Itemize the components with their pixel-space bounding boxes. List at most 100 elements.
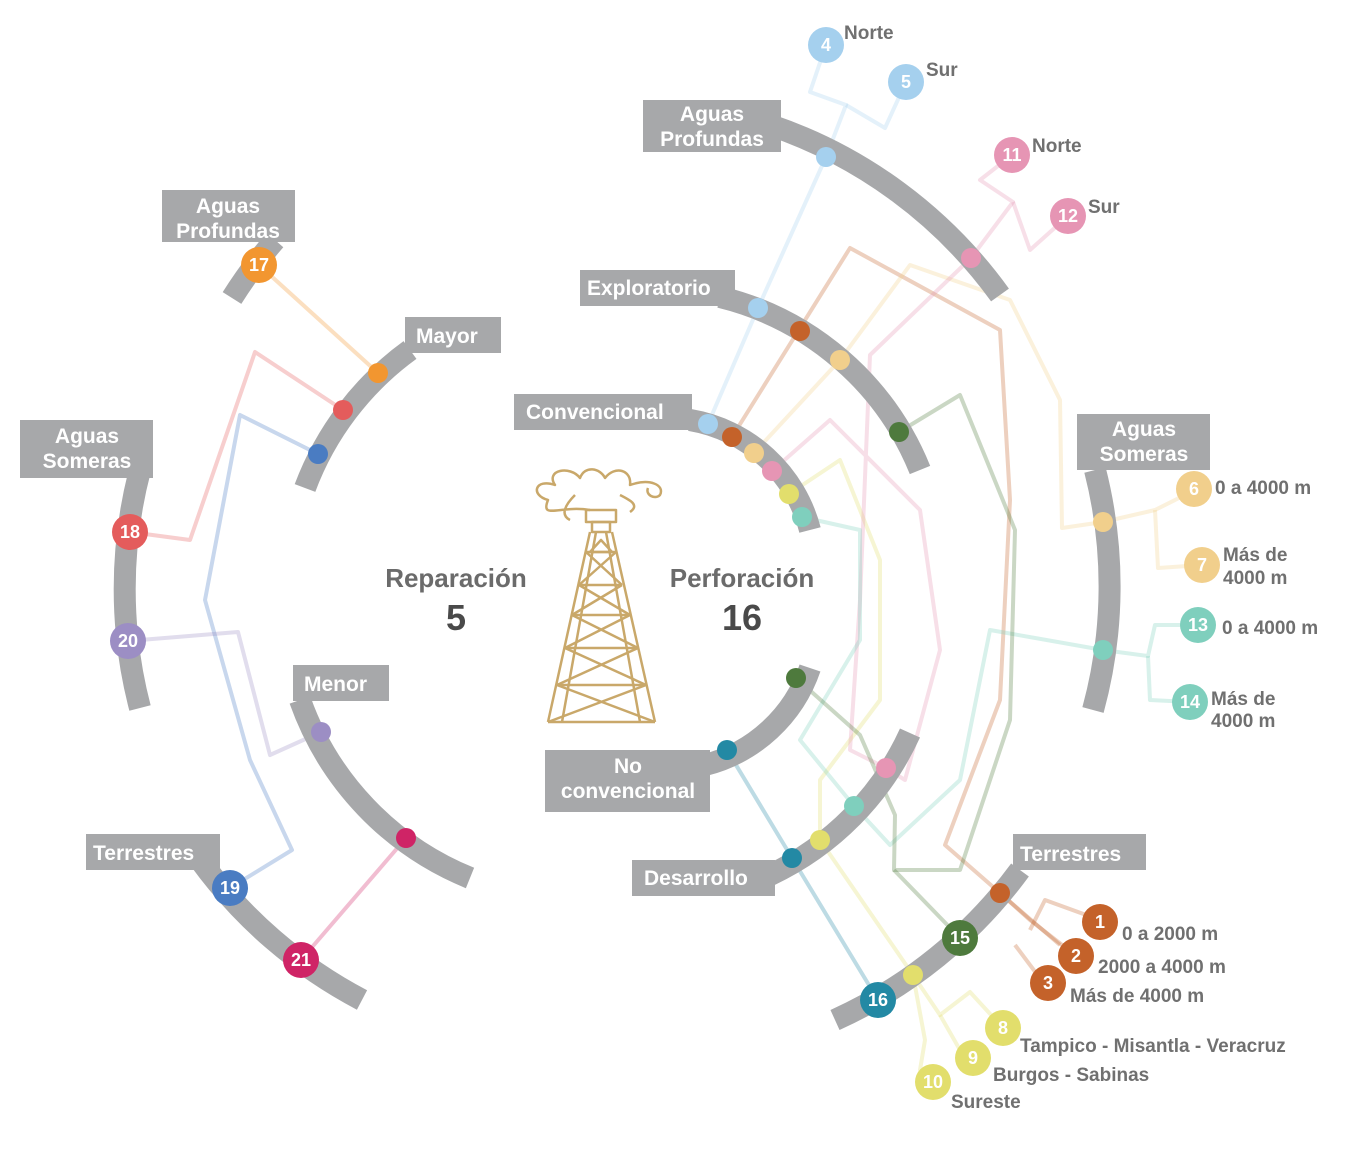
node-15[interactable] [942,920,978,956]
node-21[interactable] [283,942,319,978]
node-9-label: Burgos - Sabinas [993,1065,1149,1086]
node-7[interactable] [1184,547,1220,583]
node-9[interactable] [955,1040,991,1076]
arc-convencional [687,409,821,533]
node-7-label-1: Más de [1223,545,1287,566]
label-rep-aguas-profundas-1: Aguas [196,195,260,218]
dot-conv-1 [722,427,742,447]
node-20[interactable] [110,623,146,659]
dot-expl-15 [889,422,909,442]
connector-20 [127,630,322,757]
node-12[interactable] [1050,198,1086,234]
node-7-number: 7 [1197,555,1207,575]
connector-1 [730,246,1062,947]
dot-des-8 [810,830,830,850]
connector-1-leaves [1028,898,1101,931]
node-13-label: 0 a 4000 m [1222,618,1318,639]
perforacion-count: 16 [722,597,762,638]
category-labels: Convencional No convencional Exploratori… [20,100,1210,896]
node-13-number: 13 [1188,615,1208,635]
node-18[interactable] [112,514,148,550]
node-15-number: 15 [950,928,970,948]
label-exploratorio: Exploratorio [587,277,711,300]
label-aguas-profundas-1: Aguas [680,103,744,126]
node-12-label: Sur [1088,197,1120,218]
connector-11 [770,153,1015,782]
node-4[interactable] [808,27,844,63]
dot-mayor-17 [368,363,388,383]
arc-aguas-someras [1082,467,1121,713]
node-5[interactable] [888,64,924,100]
arc-aguas-someras-rep [113,467,151,711]
dot-noconv-16 [717,740,737,760]
perforacion-title: Perforación [670,563,815,593]
label-terrestres: Terrestres [1020,843,1121,866]
dot-expl-4 [748,298,768,318]
node-7-label-2: 4000 m [1223,568,1287,589]
connector-19 [203,413,319,890]
arc-mayor [294,341,417,492]
node-4-label: Norte [844,23,894,44]
node-16[interactable] [860,982,896,1018]
node-14[interactable] [1172,684,1208,720]
dot-ap-11 [961,248,981,268]
dot-conv-8 [779,484,799,504]
oil-derrick-icon [535,468,663,724]
dot-noconv-15 [786,668,806,688]
node-19-number: 19 [220,878,240,898]
node-5-label: Sur [926,60,958,81]
node-6-label: 0 a 4000 m [1215,478,1311,499]
dot-as-13 [1093,640,1113,660]
node-11[interactable] [994,137,1030,173]
node-2-number: 2 [1071,946,1081,966]
node-9-number: 9 [968,1048,978,1068]
node-14-number: 14 [1180,692,1200,712]
node-18-number: 18 [120,522,140,542]
dot-menor-21 [396,828,416,848]
node-10-label: Sureste [951,1092,1021,1113]
node-3[interactable] [1030,965,1066,1001]
dot-ap-4 [816,147,836,167]
dot-mayor-19 [308,444,328,464]
arc-aguas-profundas [766,114,1009,302]
connector-1b [998,891,1077,957]
node-16-number: 16 [868,990,888,1010]
node-6-number: 6 [1189,479,1199,499]
dot-terr-8 [903,965,923,985]
node-6[interactable] [1176,471,1212,507]
dot-as-6 [1093,512,1113,532]
dot-conv-11 [762,461,782,481]
node-13[interactable] [1180,607,1216,643]
node-4-number: 4 [821,35,831,55]
connector-13 [798,515,1198,847]
node-19[interactable] [212,870,248,906]
node-3-label: Más de 4000 m [1070,986,1204,1007]
node-8-number: 8 [998,1018,1008,1038]
node-8[interactable] [985,1010,1021,1046]
dot-des-13 [844,796,864,816]
dot-mayor-18 [333,400,353,420]
node-1-label: 0 a 2000 m [1122,924,1218,945]
connector-8 [787,458,1005,1030]
node-10[interactable] [915,1064,951,1100]
node-21-number: 21 [291,950,311,970]
node-3-number: 3 [1043,973,1053,993]
node-2-label: 2000 a 4000 m [1098,957,1226,978]
label-rep-aguas-someras-2: Someras [43,450,132,473]
label-desarrollo: Desarrollo [644,867,748,890]
connector-15 [794,393,1017,872]
label-no-convencional-1: No [614,755,642,778]
node-2[interactable] [1058,938,1094,974]
dot-des-16 [782,848,802,868]
label-aguas-profundas-2: Profundas [660,128,764,151]
node-1[interactable] [1082,904,1118,940]
label-mayor: Mayor [416,325,478,348]
node-20-number: 20 [118,631,138,651]
label-aguas-someras-1: Aguas [1112,418,1176,441]
node-1-number: 1 [1095,912,1105,932]
dot-terr-1 [990,883,1010,903]
node-17[interactable] [241,247,277,283]
arc-dots [308,147,1113,985]
label-rep-aguas-someras-1: Aguas [55,425,119,448]
